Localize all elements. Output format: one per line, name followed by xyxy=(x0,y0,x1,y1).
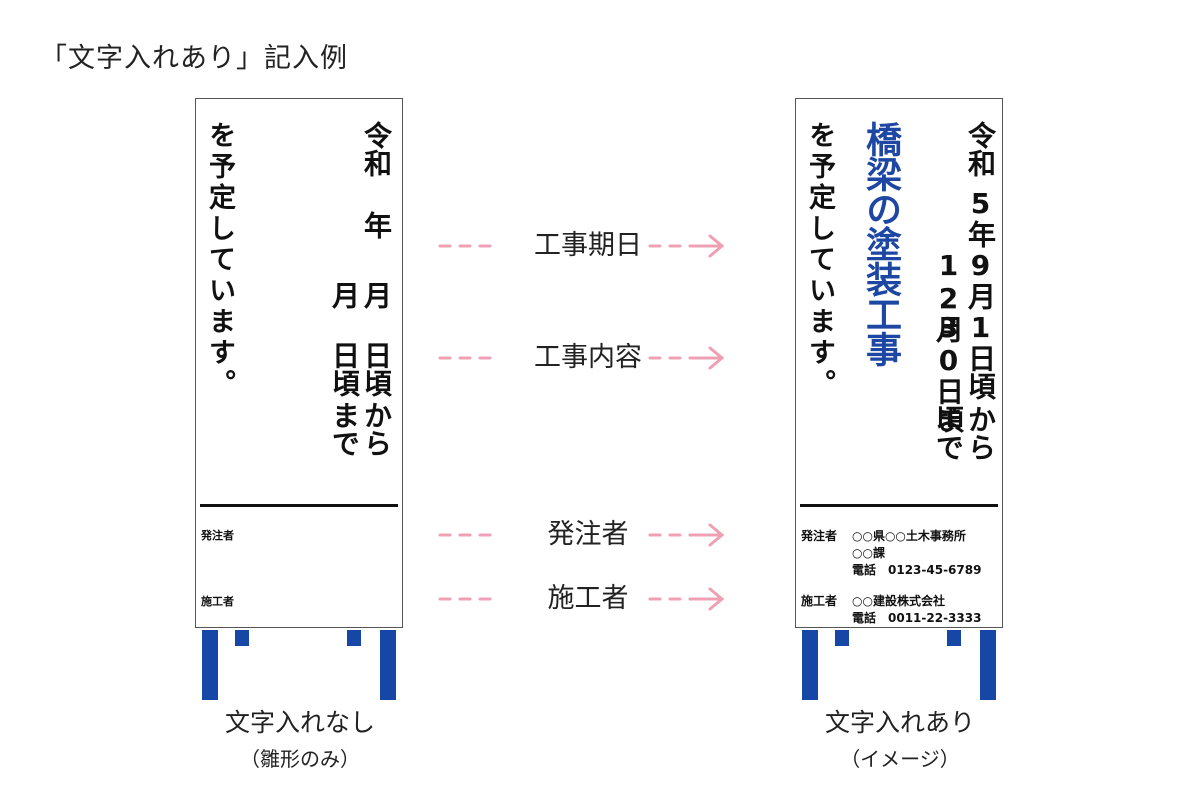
page-title: 「文字入れあり」記入例 xyxy=(40,43,348,74)
orderer-label: 発注者 xyxy=(201,529,234,542)
sign-board-blank: 令和 年 月 日頃 から 月 日頃 まで を予定しています。 発注者 施工者 xyxy=(195,98,403,628)
start-year: 5年 xyxy=(964,187,997,248)
until-label: まで xyxy=(932,405,965,461)
arrow-orderer: 発注者 xyxy=(438,517,738,553)
board-leg xyxy=(202,630,218,700)
day-unit: 日頃 xyxy=(360,341,393,397)
dashed-arrow-icon xyxy=(438,234,725,258)
arrow-contractor: 施工者 xyxy=(438,581,738,617)
arrow-construction-content: 工事内容 xyxy=(438,340,738,376)
start-day: 1日頃 xyxy=(964,311,997,400)
board-leg xyxy=(802,630,818,700)
contractor-phone: 電話 0011-22-3333 xyxy=(852,611,982,625)
project-name: 橋梁の塗装工事 xyxy=(860,121,901,366)
until-label: まで xyxy=(328,401,361,457)
from-label: から xyxy=(964,405,997,461)
board-leg-stub xyxy=(347,630,361,646)
from-label: から xyxy=(360,401,393,457)
era-label: 令和 xyxy=(964,121,997,177)
dashed-arrow-icon xyxy=(438,587,725,611)
caption-blank: 文字入れなし （雛形のみ） xyxy=(180,703,420,772)
contractor-name: ○○建設株式会社 xyxy=(852,594,945,608)
board-leg-stub xyxy=(235,630,249,646)
end-month: 12月 xyxy=(932,249,965,343)
caption-filled-title: 文字入れあり xyxy=(824,708,975,737)
arrow-label: 工事期日 xyxy=(534,230,642,261)
era-label: 令和 xyxy=(360,121,393,177)
scheduled-text: を予定しています。 xyxy=(204,121,235,400)
scheduled-text: を予定しています。 xyxy=(804,121,835,400)
contractor-label: 施工者 xyxy=(201,595,234,608)
sign-board-filled: 令和 5年 9月 1日頃 から 12月 30日頃 まで 橋梁の塗装工事 を予定し… xyxy=(795,98,1003,628)
contractor-label: 施工者 xyxy=(801,594,838,608)
caption-filled-sub: （イメージ） xyxy=(840,747,960,771)
dashed-arrow-icon xyxy=(438,346,725,370)
arrow-label: 発注者 xyxy=(547,519,629,550)
dashed-arrow-icon xyxy=(438,523,725,547)
caption-blank-sub: （雛形のみ） xyxy=(240,747,360,771)
year-unit: 年 xyxy=(360,211,393,239)
end-month-unit: 月 xyxy=(328,281,361,309)
start-month: 9月 xyxy=(964,249,997,310)
arrow-label: 工事内容 xyxy=(534,342,642,373)
board-leg-stub xyxy=(947,630,961,646)
board-divider xyxy=(800,504,998,507)
month-unit: 月 xyxy=(360,281,393,309)
end-day-unit: 日頃 xyxy=(328,341,361,397)
orderer-section: ○○課 xyxy=(852,546,885,560)
orderer-name: ○○県○○土木事務所 xyxy=(852,529,966,543)
orderer-phone: 電話 0123-45-6789 xyxy=(852,563,982,577)
board-leg xyxy=(980,630,996,700)
caption-blank-title: 文字入れなし xyxy=(224,708,375,737)
board-divider xyxy=(200,504,398,507)
arrow-label: 施工者 xyxy=(547,583,629,614)
orderer-label: 発注者 xyxy=(801,529,838,543)
end-day: 30日頃 xyxy=(932,311,965,433)
caption-filled: 文字入れあり （イメージ） xyxy=(780,703,1020,772)
arrow-construction-period: 工事期日 xyxy=(438,228,738,264)
board-leg-stub xyxy=(835,630,849,646)
board-leg xyxy=(380,630,396,700)
